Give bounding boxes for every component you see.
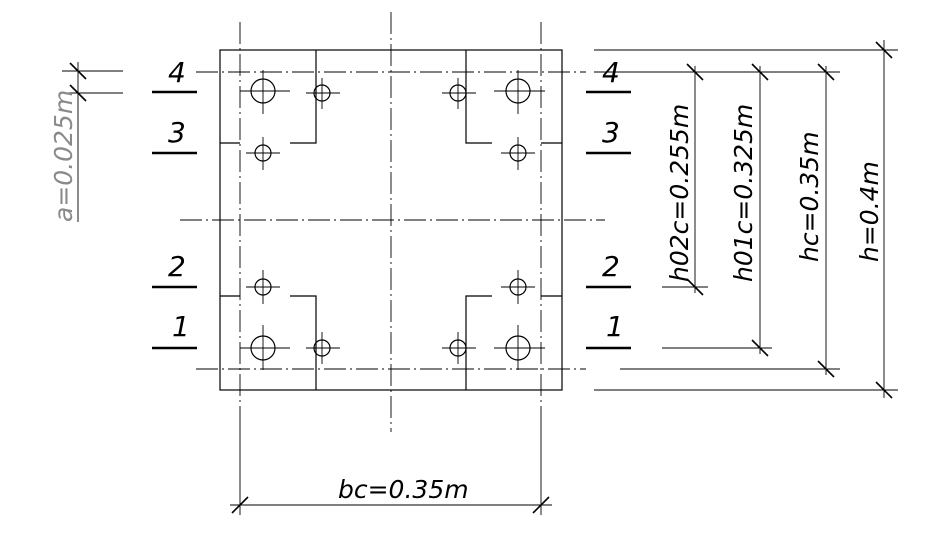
dimension-a: a=0.025m (49, 62, 123, 222)
rebar-small-row2-left (246, 270, 280, 304)
dimension-h01c: h01c=0.325m (729, 63, 769, 357)
rebar-large-top-right (494, 70, 545, 114)
dimension-h: h=0.4m (855, 40, 893, 399)
section-labels-left: 4 3 2 1 (152, 56, 197, 350)
rebar-small-row2-right (501, 270, 535, 304)
rebar-large-bottom-left (240, 325, 290, 370)
label-row2-left: 2 (168, 250, 186, 283)
label-row4-left: 4 (168, 56, 186, 89)
dimension-bc-label: bc=0.35m (338, 475, 469, 504)
label-row3-left: 3 (168, 116, 186, 149)
label-row3-right: 3 (602, 116, 620, 149)
dimension-hc-label: hc=0.35m (795, 131, 824, 262)
dimension-h01c-label: h01c=0.325m (729, 104, 758, 282)
rebar-small-top-inner-left (306, 78, 340, 109)
section-labels-right: 4 3 2 1 (586, 56, 631, 350)
rebar-large-top-left (240, 70, 290, 114)
rebar-large-bottom-right (494, 325, 545, 370)
rebar-small-bottom-inner-right (442, 332, 476, 364)
rebar-bars (240, 70, 545, 370)
dimension-extension-lines (594, 49, 898, 391)
label-row1-right: 1 (606, 310, 624, 343)
label-row2-right: 2 (602, 250, 620, 283)
rebar-small-row3-left (246, 137, 280, 170)
dimension-a-label: a=0.025m (49, 90, 78, 222)
rebar-small-row3-right (501, 137, 535, 170)
dimension-hc: hc=0.35m (795, 63, 835, 378)
rebar-small-top-inner-right (442, 78, 476, 109)
label-row4-right: 4 (602, 56, 620, 89)
label-row1-left: 1 (172, 310, 190, 343)
rebar-small-bottom-inner-left (306, 332, 340, 364)
dimension-bc: bc=0.35m (230, 420, 552, 515)
dimension-h02c-label: h02c=0.255m (665, 104, 694, 282)
dimension-h02c: h02c=0.255m (665, 63, 704, 296)
dimension-h-label: h=0.4m (855, 161, 884, 262)
